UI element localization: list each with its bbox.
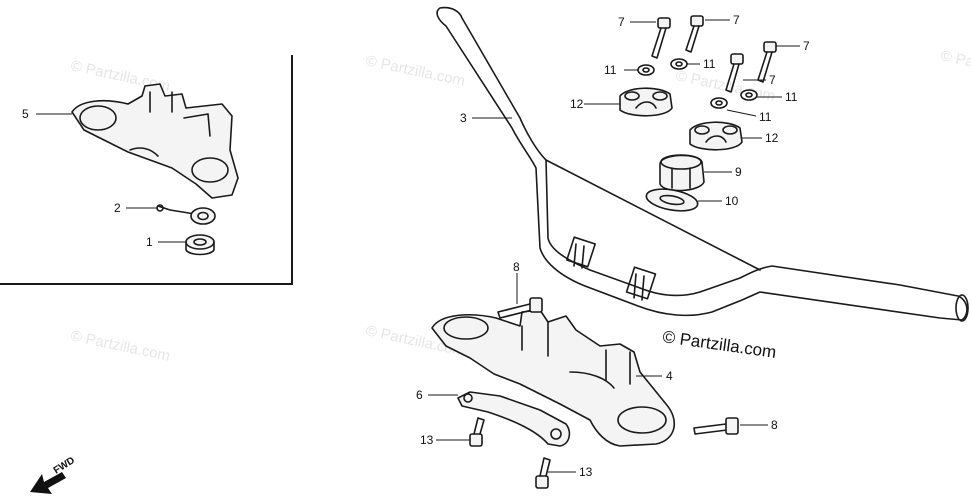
handlebar-holder-part-12-upper bbox=[619, 87, 673, 117]
bottom-bridge-part-4 bbox=[431, 309, 676, 447]
fwd-label: FWD bbox=[52, 455, 77, 476]
bolt-part-8-upper bbox=[497, 297, 543, 319]
fwd-arrow-icon: FWD bbox=[30, 455, 77, 494]
washer-part-10 bbox=[645, 188, 699, 212]
bolt-part-8-lower bbox=[693, 417, 739, 435]
lower-bracket-part-6 bbox=[457, 391, 571, 447]
callout-12: 12 bbox=[765, 131, 779, 145]
callout-8: 8 bbox=[513, 260, 520, 274]
callout-11: 11 bbox=[785, 90, 798, 104]
inset-frame bbox=[0, 55, 293, 285]
leader-lines bbox=[36, 19, 800, 473]
bracket-part-2 bbox=[156, 204, 216, 225]
watermark: © Partzilla.com bbox=[69, 327, 171, 365]
bolt-part-7-a bbox=[651, 17, 671, 59]
bolt-part-7-d bbox=[725, 53, 744, 93]
bolt-part-13-right bbox=[535, 457, 551, 489]
callout-4: 4 bbox=[666, 369, 673, 383]
bolt-part-7-c bbox=[757, 41, 777, 83]
credit-text: © Partzilla.com bbox=[661, 327, 777, 362]
stem-nut-part-9 bbox=[659, 154, 705, 192]
callouts: 5 2 1 3 4 6 7 7 7 7 8 8 9 10 11 11 11 11… bbox=[22, 13, 810, 479]
callout-3: 3 bbox=[460, 111, 467, 125]
callout-11: 11 bbox=[604, 63, 617, 77]
callout-1: 1 bbox=[146, 235, 153, 249]
callout-7: 7 bbox=[618, 15, 625, 29]
callout-11: 11 bbox=[703, 57, 716, 71]
callout-7: 7 bbox=[803, 39, 810, 53]
handlebar-part-3 bbox=[436, 6, 969, 322]
watermark: © Partzilla.com bbox=[939, 47, 971, 85]
grommet-part-1 bbox=[185, 234, 215, 256]
handlebar-holder-part-12-lower bbox=[689, 121, 743, 151]
top-bridge-alt-part-5 bbox=[71, 83, 239, 199]
callout-5: 5 bbox=[22, 107, 29, 121]
bolt-part-7-b bbox=[685, 15, 704, 53]
bolt-part-13-left bbox=[469, 417, 485, 447]
callout-6: 6 bbox=[416, 388, 423, 402]
watermarks: © Partzilla.com © Partzilla.com © Partzi… bbox=[69, 47, 971, 365]
watermark: © Partzilla.com bbox=[364, 52, 466, 90]
callout-8: 8 bbox=[771, 418, 778, 432]
callout-12: 12 bbox=[570, 97, 584, 111]
callout-7: 7 bbox=[769, 73, 776, 87]
callout-9: 9 bbox=[735, 165, 742, 179]
callout-2: 2 bbox=[114, 201, 121, 215]
callout-13: 13 bbox=[420, 433, 434, 447]
callout-11: 11 bbox=[759, 110, 772, 124]
callout-13: 13 bbox=[579, 465, 593, 479]
callout-7: 7 bbox=[733, 13, 740, 27]
callout-10: 10 bbox=[725, 194, 739, 208]
